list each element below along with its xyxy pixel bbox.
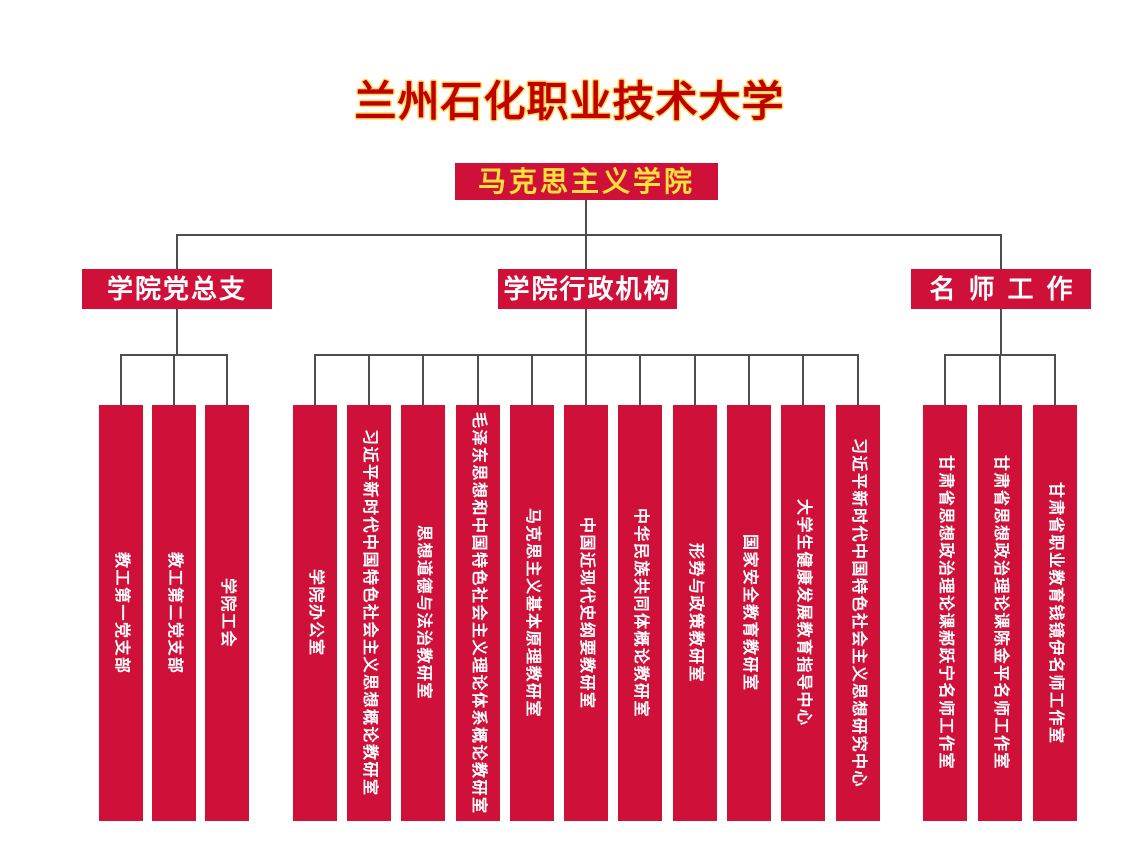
dept-column: 思想道德与法治教研室 [401, 405, 445, 821]
dept-column: 学院办公室 [293, 405, 337, 821]
group-label: 学院党总支 [106, 274, 247, 304]
org-node-group-party-branch: 学院党总支 [82, 269, 272, 309]
page-title: 兰州石化职业技术大学 [354, 78, 785, 125]
dept-column: 甘肃省思想政治理论课陈金平名师工作室 [978, 405, 1022, 821]
dept-column: 习近平新时代中国特色社会主义思想概论教研室 [347, 405, 391, 821]
dept-column: 甘肃省职业教育钱镜伊名师工作室 [1033, 405, 1077, 821]
dept-label: 学院办公室 [307, 569, 324, 657]
dept-column: 教工第一党支部 [99, 405, 143, 821]
dept-label: 中国近现代史纲要教研室 [578, 516, 595, 710]
dept-column: 习近平新时代中国特色社会主义思想研究中心 [836, 405, 880, 821]
dept-column: 马克思主义基本原理教研室 [510, 405, 554, 821]
dept-label: 习近平新时代中国特色社会主义思想概论教研室 [361, 429, 378, 797]
dept-label: 中华民族共同体概论教研室 [632, 507, 649, 718]
org-node-group-master-studios: 名师工作 [911, 269, 1091, 309]
dept-label: 学院工会 [219, 577, 236, 648]
dept-label: 习近平新时代中国特色社会主义思想研究中心 [850, 437, 867, 788]
dept-column: 甘肃省思想政治理论课郝跃宁名师工作室 [923, 405, 967, 821]
dept-column: 毛泽东思想和中国特色社会主义理论体系概论教研室 [456, 405, 500, 821]
dept-label: 毛泽东思想和中国特色社会主义理论体系概论教研室 [470, 411, 487, 815]
dept-label: 形势与政策教研室 [687, 542, 704, 683]
org-node-root: 马克思主义学院 [455, 163, 718, 200]
group-label: 名师工作 [929, 274, 1086, 304]
dept-label: 教工第一党支部 [113, 551, 130, 675]
dept-label: 甘肃省职业教育钱镜伊名师工作室 [1047, 481, 1064, 745]
dept-column: 形势与政策教研室 [673, 405, 717, 821]
dept-label: 甘肃省思想政治理论课陈金平名师工作室 [992, 455, 1009, 771]
dept-column: 国家安全教育教研室 [727, 405, 771, 821]
dept-column: 中国近现代史纲要教研室 [564, 405, 608, 821]
group-label: 学院行政机构 [503, 274, 672, 304]
dept-column: 教工第二党支部 [152, 405, 196, 821]
dept-label: 甘肃省思想政治理论课郝跃宁名师工作室 [937, 455, 954, 771]
dept-column: 大学生健康发展教育指导中心 [781, 405, 825, 821]
dept-column: 中华民族共同体概论教研室 [618, 405, 662, 821]
dept-label: 教工第二党支部 [166, 551, 183, 675]
dept-label: 马克思主义基本原理教研室 [524, 507, 541, 718]
dept-label: 思想道德与法治教研室 [415, 525, 432, 701]
dept-label: 大学生健康发展教育指导中心 [795, 499, 812, 727]
org-node-group-admin: 学院行政机构 [498, 269, 677, 309]
dept-label: 国家安全教育教研室 [741, 534, 758, 692]
org-node-root-label: 马克思主义学院 [477, 165, 695, 197]
dept-column: 学院工会 [205, 405, 249, 821]
